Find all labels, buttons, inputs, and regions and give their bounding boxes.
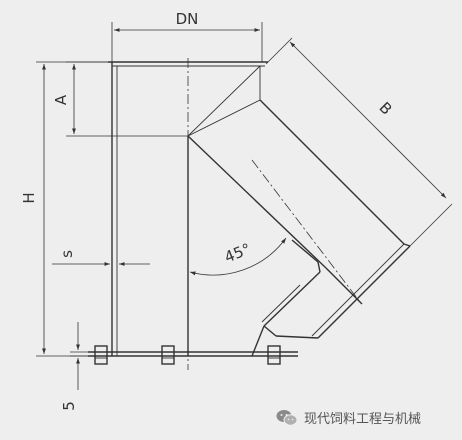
branch-pipe	[187, 65, 411, 357]
watermark-text: 现代饲料工程与机械	[304, 412, 422, 427]
bolt-middle	[161, 345, 175, 365]
bolt-right	[267, 345, 281, 365]
five-label: 5	[60, 401, 78, 411]
base-flange	[88, 345, 298, 365]
dimension-s: s	[52, 250, 150, 266]
dimension-dn: DN	[111, 10, 263, 62]
main-pipe	[108, 58, 268, 370]
h-label: H	[20, 192, 38, 203]
s-label: s	[58, 250, 76, 258]
dn-label: DN	[176, 10, 199, 28]
dimension-five: 5	[60, 322, 98, 411]
watermark: 现代饲料工程与机械	[276, 408, 421, 427]
dimension-angle: 45°	[189, 237, 287, 276]
angle-label: 45°	[222, 240, 253, 267]
bolt-left	[94, 345, 108, 365]
b-label: B	[376, 98, 396, 118]
wechat-icon	[276, 409, 298, 426]
a-label: A	[52, 94, 70, 105]
dimension-a: A	[52, 61, 188, 137]
